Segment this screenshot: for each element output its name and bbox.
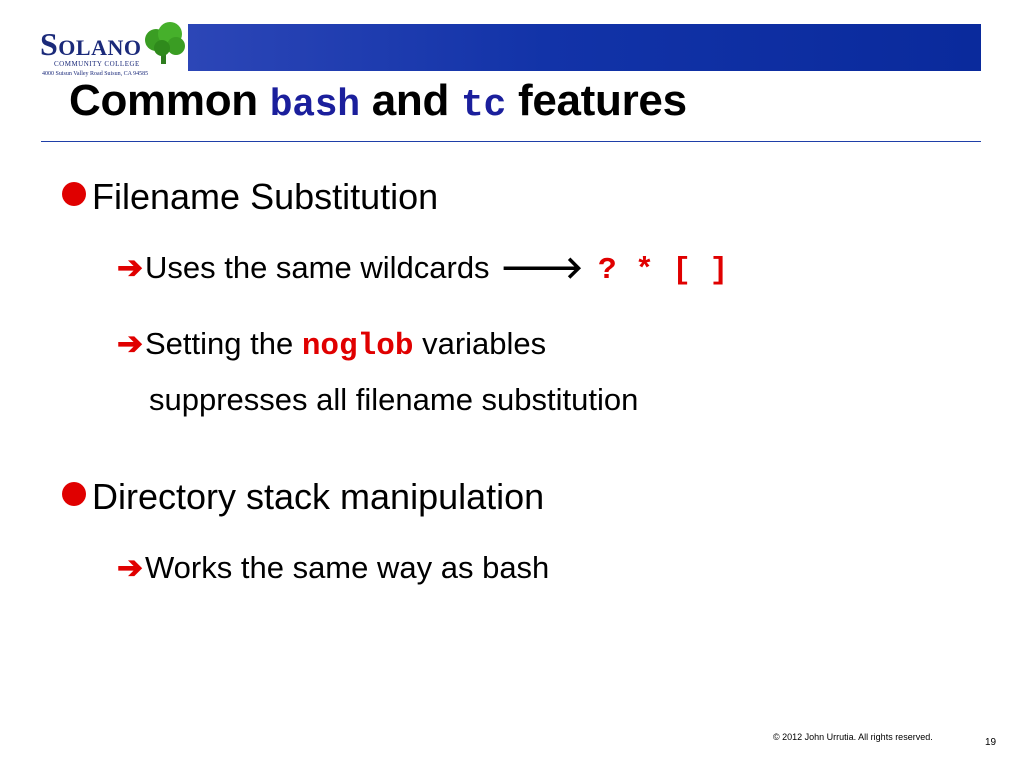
bullet-filename-substitution: Filename Substitution <box>62 176 438 218</box>
sub-bullet-continuation: suppresses all filename substitution <box>149 382 639 417</box>
sub-bullet-wildcards: ➔Uses the same wildcards 🡒 ? * [ ] <box>117 249 728 288</box>
title-word-common: Common <box>69 76 258 125</box>
tree-icon <box>145 22 185 64</box>
title-divider <box>41 141 981 142</box>
logo-big-letter: S <box>40 26 59 62</box>
logo-subtitle: COMMUNITY COLLEGE <box>54 60 140 68</box>
sub-bullet-pre: Setting the <box>144 326 294 361</box>
bullet-dot-icon <box>62 182 86 206</box>
arrow-right-icon: ➔ <box>117 550 143 585</box>
title-word-and: and <box>371 76 450 125</box>
sub-bullet-text: Works the same way as bash <box>144 550 550 585</box>
logo-address: 4000 Suisun Valley Road Suisun, CA 94585 <box>42 71 149 77</box>
copyright-notice: © 2012 John Urrutia. All rights reserved… <box>773 732 933 742</box>
title-code-bash: bash <box>269 84 360 127</box>
arrow-right-icon: ➔ <box>117 326 143 361</box>
title-code-tc: tc <box>461 84 507 127</box>
logo-word-rest: OLANO <box>58 35 142 60</box>
bullet-dot-icon <box>62 482 86 506</box>
wildcards-code: ? * [ ] <box>597 253 729 288</box>
bullet-text: Directory stack manipulation <box>92 476 545 517</box>
logo-wordmark: SOLANO <box>40 26 141 63</box>
bullet-text: Filename Substitution <box>92 176 439 217</box>
sub-bullet-noglob: ➔Setting the noglob variables <box>117 326 546 364</box>
page-number: 19 <box>985 737 997 748</box>
title-word-features: features <box>517 76 687 125</box>
inline-arrow-icon: 🡒 <box>500 250 584 285</box>
sub-bullet-same-way: ➔Works the same way as bash <box>117 550 549 586</box>
college-logo: SOLANO COMMUNITY COLLEGE 4000 Suisun Val… <box>38 22 188 78</box>
bullet-directory-stack: Directory stack manipulation <box>62 476 544 518</box>
arrow-right-icon: ➔ <box>117 250 143 285</box>
sub-bullet-post: variables <box>422 326 547 361</box>
noglob-code: noglob <box>301 329 414 364</box>
sub-bullet-text: Uses the same wildcards <box>144 250 490 285</box>
slide-title: Common bash and tc features <box>69 76 687 127</box>
header-bar <box>188 24 981 71</box>
